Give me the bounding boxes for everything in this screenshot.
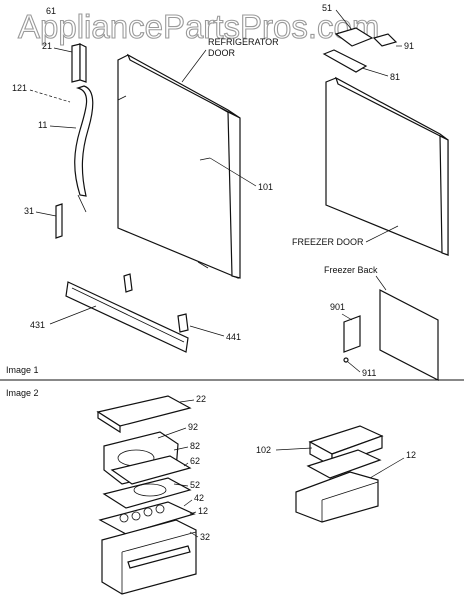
caption-refrigerator-door-line1: REFRIGERATOR <box>208 37 279 47</box>
callout-121: 121 <box>12 83 27 93</box>
callout-51: 51 <box>322 3 332 13</box>
door-handle <box>74 85 94 213</box>
caption-image-2: Image 2 <box>6 388 39 398</box>
callout-102: 102 <box>256 445 271 455</box>
callout-441: 441 <box>226 332 241 342</box>
door-trim-strip <box>65 273 189 353</box>
freezer-door <box>325 76 449 256</box>
callout-91: 91 <box>404 41 414 51</box>
ice-maker-stack <box>96 395 197 595</box>
callout-911: 911 <box>362 368 376 378</box>
callout-101: 101 <box>258 182 273 192</box>
callout-81: 81 <box>390 72 400 82</box>
callout-31: 31 <box>24 206 34 216</box>
callout-431: 431 <box>30 320 45 330</box>
callout-12-left: 12 <box>198 506 208 516</box>
callout-92: 92 <box>188 422 198 432</box>
freezer-back-panel <box>343 289 439 381</box>
callout-11: 11 <box>38 120 47 130</box>
freezer-hinge <box>322 27 398 73</box>
ice-tray-and-bin <box>295 425 384 523</box>
callout-32: 32 <box>200 532 210 542</box>
callout-52: 52 <box>190 480 200 490</box>
watermark: AppliancePartsPros.com <box>18 8 379 45</box>
callout-12-right: 12 <box>406 450 416 460</box>
callout-62: 62 <box>190 456 200 466</box>
callout-22: 22 <box>196 394 206 404</box>
handle-top-cap <box>71 43 87 83</box>
callout-42: 42 <box>194 493 204 503</box>
handle-bottom-cap <box>55 203 63 239</box>
callout-21: 21 <box>42 41 52 51</box>
caption-image-1: Image 1 <box>6 365 39 375</box>
caption-refrigerator-door-line2: DOOR <box>208 48 236 58</box>
caption-freezer-door: FREEZER DOOR <box>292 237 364 247</box>
callout-901: 901 <box>330 302 345 312</box>
refrigerator-door <box>117 53 241 279</box>
callout-61: 61 <box>46 6 56 16</box>
callout-82: 82 <box>190 441 200 451</box>
caption-freezer-back: Freezer Back <box>324 265 378 275</box>
